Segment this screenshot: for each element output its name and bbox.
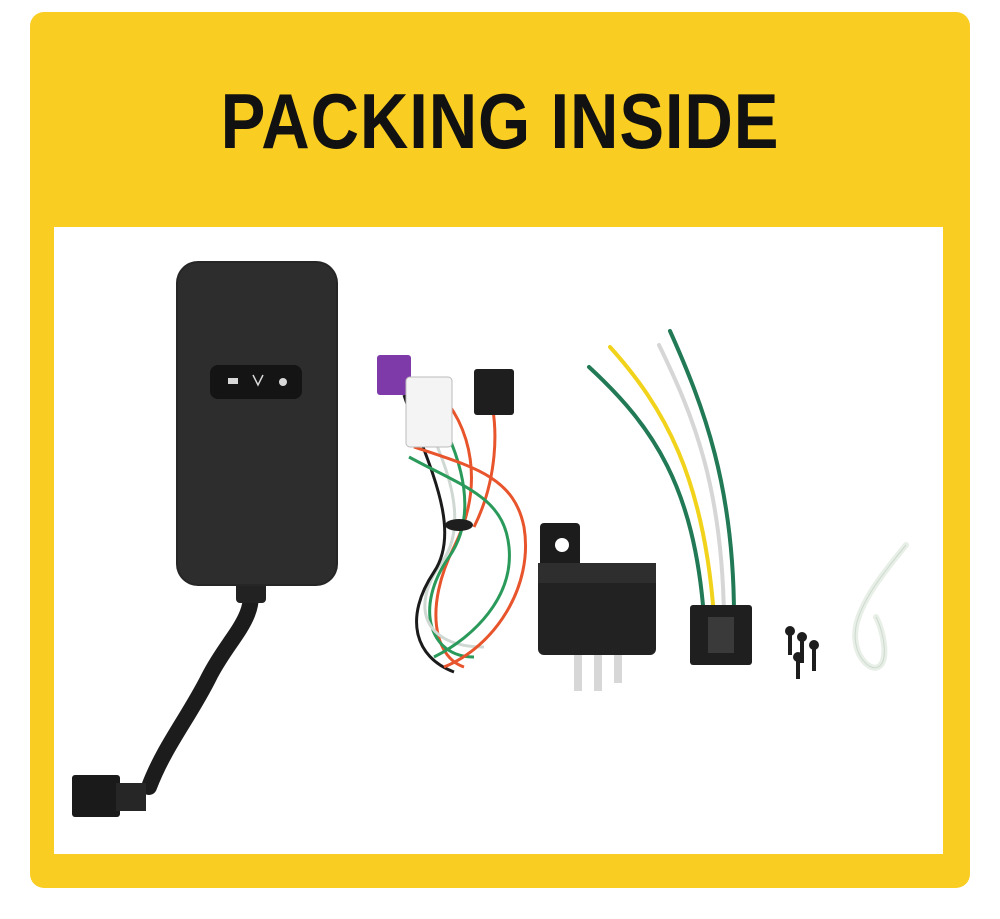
product-panel [54, 227, 943, 854]
relay-socket-wires-icon [587, 329, 752, 665]
wiring-harness-icon [377, 355, 527, 674]
relay-icon [538, 523, 656, 691]
cable-tie-icon [852, 542, 909, 671]
gps-tracker-icon [72, 261, 338, 817]
page-title: PACKING INSIDE [220, 77, 780, 165]
screws-icon [785, 626, 819, 679]
